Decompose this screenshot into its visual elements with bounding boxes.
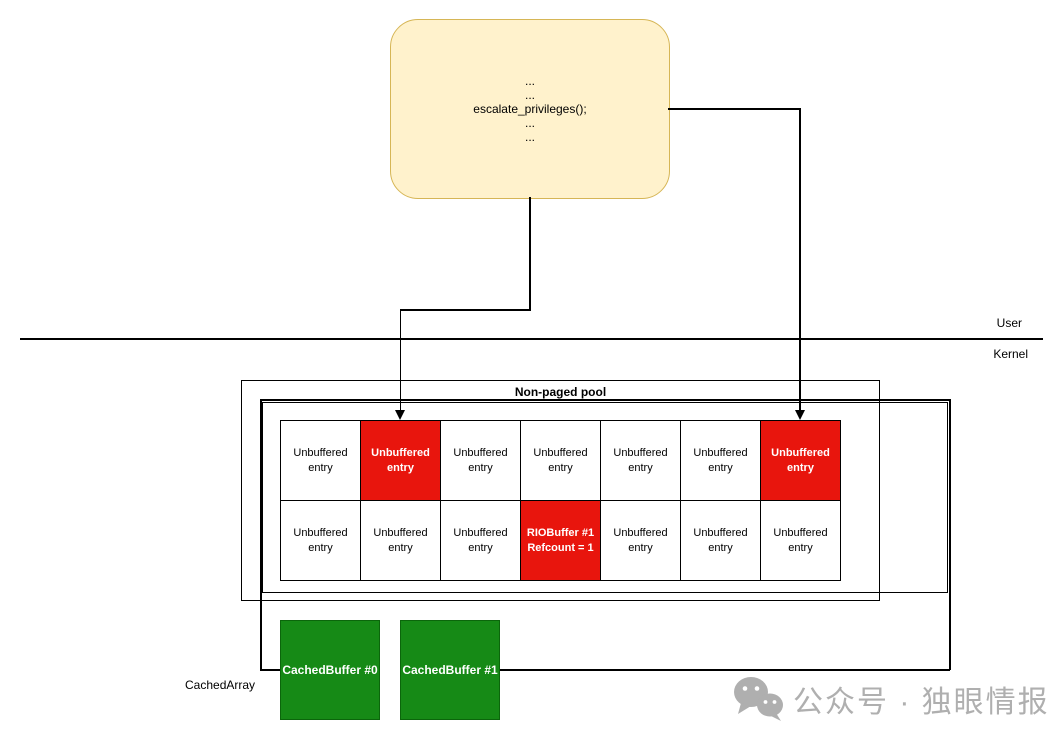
connector-right-segment-across — [668, 108, 800, 110]
pool-cell: Unbuffered entry — [281, 421, 361, 501]
code-line: ... — [524, 74, 535, 88]
cached-loop-left — [260, 399, 262, 670]
connector-left-segment-drop — [399, 309, 401, 411]
pool-cell-label: entry — [708, 461, 733, 474]
pool-cell: Unbuffered entry — [441, 501, 521, 581]
pool-inner-region — [262, 402, 948, 593]
pool-cell-label: entry — [708, 541, 733, 554]
pool-cell-label: Unbuffered — [613, 526, 668, 539]
pool-cell-label: entry — [548, 461, 573, 474]
pool-cell-label: entry — [468, 541, 493, 554]
pool-cell-label: Unbuffered — [693, 526, 748, 539]
pool-cell-sprayed: Unbuffered entry — [761, 421, 841, 501]
pool-cell-label: entry — [308, 461, 333, 474]
pool-cell-label: entry — [308, 541, 333, 554]
pool-cell-label: Unbuffered — [693, 446, 748, 459]
cached-array-label: CachedArray — [185, 678, 256, 692]
cached-loop-right — [949, 399, 951, 670]
arrowhead-right — [794, 410, 805, 420]
cached-buffer-1-label: CachedBuffer #1 — [402, 663, 498, 677]
cached-buffer-1: CachedBuffer #1 — [400, 620, 500, 720]
nonpaged-pool-title: Non-paged pool — [514, 385, 607, 399]
pool-cell: Unbuffered entry — [441, 421, 521, 501]
code-line: ... — [524, 88, 535, 102]
pool-cell: Unbuffered entry — [601, 501, 681, 581]
pool-cell-label: Unbuffered — [293, 526, 348, 539]
watermark: 公众号 · 独眼情报 — [731, 676, 1050, 722]
pool-cell-label: Unbuffered — [771, 446, 830, 459]
cached-buffer-0: CachedBuffer #0 — [280, 620, 380, 720]
pool-cell: Unbuffered entry — [601, 421, 681, 501]
cached-loop-bottom-left — [260, 669, 281, 671]
arrowhead-left — [394, 410, 405, 420]
nonpaged-pool-box — [241, 380, 880, 601]
pool-cell-riobuffer: RIOBuffer #1 Refcount = 1 — [521, 501, 601, 581]
pool-cell: Unbuffered entry — [521, 421, 601, 501]
cached-loop-bottom-right — [500, 669, 950, 671]
pool-cell-label: Unbuffered — [453, 446, 508, 459]
connector-left-segment-across — [400, 309, 531, 311]
pool-cell-label: entry — [787, 461, 814, 474]
wechat-icon — [731, 676, 785, 722]
pool-cell: Unbuffered entry — [761, 501, 841, 581]
pool-cell-label: Unbuffered — [613, 446, 668, 459]
pool-cell-label: Unbuffered — [773, 526, 828, 539]
kernel-label: Kernel — [993, 347, 1028, 361]
connector-right-segment-drop — [799, 108, 801, 411]
user-code-note: ... ... escalate_privileges(); ... ... — [390, 19, 670, 199]
pool-cell-label: Unbuffered — [533, 446, 588, 459]
pool-cell: Unbuffered entry — [681, 501, 761, 581]
pool-cell-label: Unbuffered — [293, 446, 348, 459]
pool-cell-label: entry — [468, 461, 493, 474]
code-line-escalate-privileges: escalate_privileges(); — [473, 102, 587, 116]
watermark-text: 公众号 · 独眼情报 — [793, 686, 1050, 719]
pool-cell: Unbuffered entry — [681, 421, 761, 501]
cached-buffer-0-label: CachedBuffer #0 — [282, 663, 378, 677]
pool-cell-label: RIOBuffer #1 — [526, 526, 595, 539]
pool-cell-label: Refcount = 1 — [527, 541, 594, 554]
pool-entry-grid: Unbuffered entry Unbuffered entry Unbuff… — [280, 420, 841, 581]
user-label: User — [996, 316, 1022, 330]
pool-cell-label: entry — [628, 461, 653, 474]
pool-cell-sprayed: Unbuffered entry — [361, 421, 441, 501]
code-line: ... — [524, 116, 535, 130]
pool-cell-label: entry — [788, 541, 813, 554]
user-kernel-divider — [20, 338, 1043, 340]
pool-cell-label: Unbuffered — [453, 526, 508, 539]
pool-cell-label: Unbuffered — [373, 526, 428, 539]
pool-cell-label: entry — [387, 461, 414, 474]
pool-cell: Unbuffered entry — [361, 501, 441, 581]
pool-cell-label: entry — [628, 541, 653, 554]
code-line: ... — [524, 130, 535, 144]
pool-cell-label: entry — [388, 541, 413, 554]
pool-cell: Unbuffered entry — [281, 501, 361, 581]
pool-cell-label: Unbuffered — [371, 446, 430, 459]
connector-left-segment-down — [529, 197, 531, 310]
cached-loop-top — [260, 399, 950, 401]
